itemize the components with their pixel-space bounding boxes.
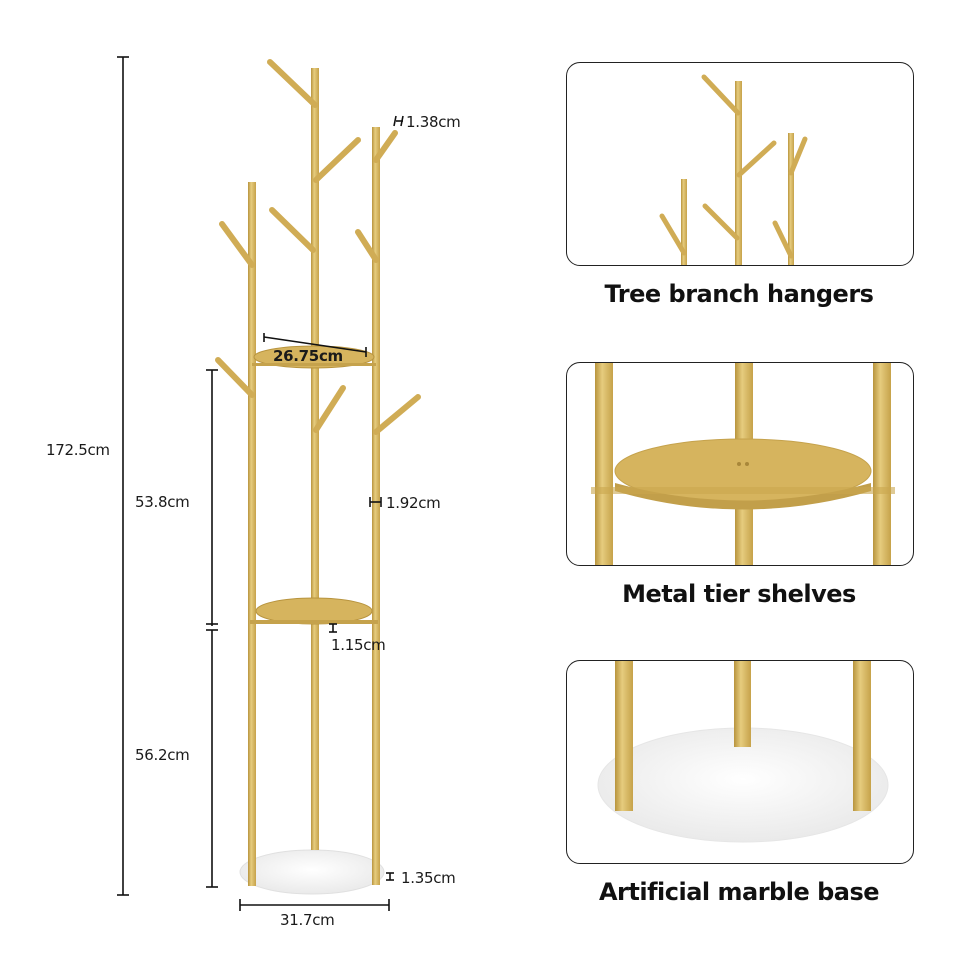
branch-closeup-image bbox=[659, 74, 808, 265]
feature-caption-branches: Tree branch hangers bbox=[604, 280, 874, 308]
total-height-label: 172.5cm bbox=[46, 441, 110, 459]
feature-panel-branches bbox=[566, 62, 914, 266]
upper-section-height-label: 53.8cm bbox=[135, 493, 190, 511]
base-diameter-label: 31.7cm bbox=[280, 911, 335, 929]
dimension-lines bbox=[117, 56, 404, 911]
base-thickness-label: 1.35cm bbox=[401, 869, 456, 887]
feature-panel-shelves bbox=[566, 362, 914, 566]
poles bbox=[248, 68, 380, 886]
feature-caption-base: Artificial marble base bbox=[598, 878, 880, 906]
branch-hooks bbox=[215, 59, 421, 435]
marble-base-closeup-image bbox=[597, 661, 889, 843]
branch-diameter-label: 1.38cm bbox=[406, 113, 461, 131]
upper-shelf bbox=[253, 345, 375, 369]
feature-caption-shelves: Metal tier shelves bbox=[622, 580, 856, 608]
feature-panel-base bbox=[566, 660, 914, 864]
shelf-closeup-image bbox=[591, 363, 895, 565]
lower-section-height-label: 56.2cm bbox=[135, 746, 190, 764]
pole-diameter-label: 1.92cm bbox=[386, 494, 441, 512]
shelf-thickness-label: 1.15cm bbox=[331, 636, 386, 654]
marble-base bbox=[239, 849, 385, 895]
shelf-diameter-label: 26.75cm bbox=[273, 347, 343, 365]
